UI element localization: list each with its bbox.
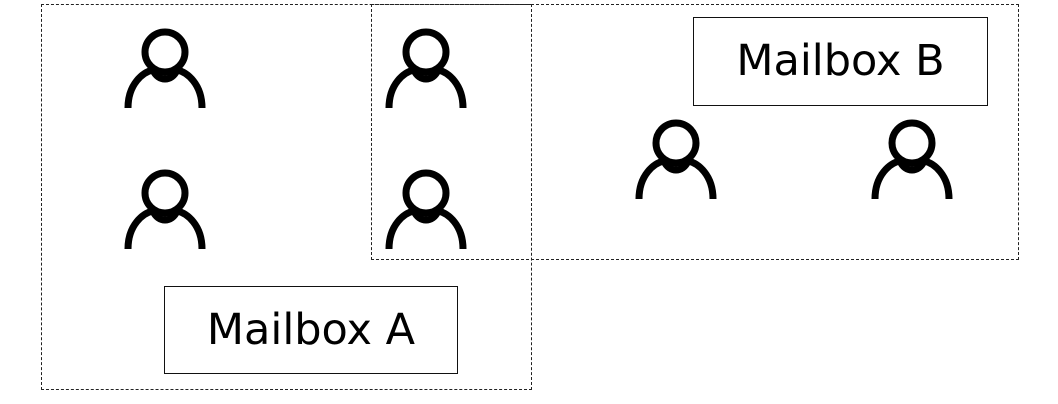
person-icon-graphic	[385, 169, 467, 250]
person-icon	[634, 113, 718, 203]
person-icon	[384, 163, 468, 253]
mailbox-a-group	[41, 4, 532, 390]
person-icon	[384, 22, 468, 112]
person-icon-graphic	[385, 28, 467, 109]
person-icon	[123, 163, 207, 253]
mailbox-b-label: Mailbox B	[693, 17, 988, 106]
person-icon-graphic	[635, 119, 717, 200]
person-icon	[123, 22, 207, 112]
mailbox-a-label: Mailbox A	[164, 286, 458, 374]
mailbox-b-group	[371, 4, 1019, 260]
person-icon-graphic	[871, 119, 953, 200]
person-icon-graphic	[124, 169, 206, 250]
person-icon	[870, 113, 954, 203]
person-icon-graphic	[124, 28, 206, 109]
